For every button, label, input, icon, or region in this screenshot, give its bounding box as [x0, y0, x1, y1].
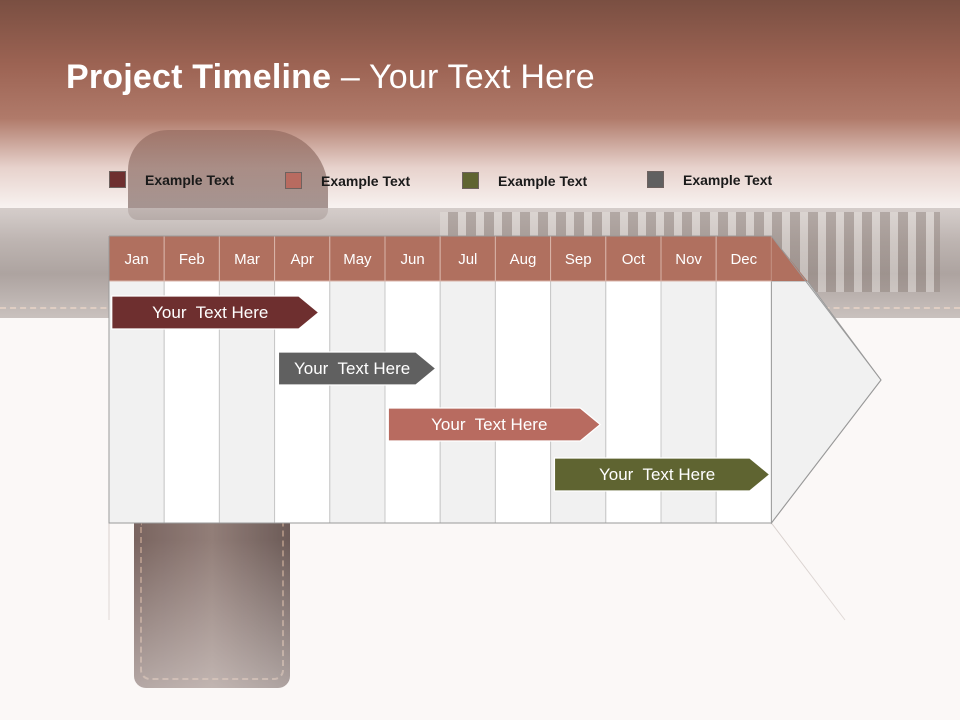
month-header-cell-mar [218, 235, 276, 282]
reflection-fade [0, 540, 960, 720]
month-label-jul: Jul [458, 251, 477, 268]
task-arrow-2 [277, 351, 437, 386]
title-rest: – Your Text Here [331, 58, 595, 96]
legend-swatch-1 [109, 171, 126, 188]
task-label-4: Your Text Here [599, 465, 715, 484]
month-label-feb: Feb [179, 251, 205, 268]
month-header-cell-apr [274, 235, 331, 282]
title-bold: Project Timeline [66, 58, 332, 96]
month-label-nov: Nov [675, 251, 702, 268]
month-column-jul [439, 280, 496, 524]
task-arrow-1 [111, 295, 320, 330]
month-column-jun [384, 280, 441, 524]
month-header-cell-may [329, 235, 386, 282]
task-label-2: Your Text Here [294, 359, 410, 378]
task-label-1: Your Text Here [152, 303, 268, 322]
month-label-aug: Aug [510, 251, 537, 268]
legend-swatch-4 [647, 171, 664, 188]
legend-label-4: Example Text [683, 171, 773, 188]
month-label-mar: Mar [234, 251, 260, 268]
legend-swatch-3 [462, 172, 479, 189]
legend-label-1: Example Text [145, 171, 235, 188]
legend-item-1: Example Text [109, 171, 234, 188]
month-header-cell-jun [384, 235, 441, 282]
legend-item-4: Example Text [647, 171, 772, 188]
task-arrow-4 [553, 457, 771, 492]
month-label-apr: Apr [291, 251, 314, 268]
month-label-jan: Jan [125, 251, 149, 268]
legend-item-3: Example Text [462, 172, 587, 189]
month-label-may: May [343, 251, 372, 268]
month-column-aug [494, 280, 552, 524]
timeline-outline [108, 235, 882, 524]
month-label-dec: Dec [730, 251, 757, 268]
month-header-cell-feb [163, 235, 220, 282]
month-header-cell-jul [439, 235, 496, 282]
legend-swatch-2 [285, 172, 302, 189]
task-arrow-3 [387, 407, 602, 442]
month-column-may [329, 280, 386, 524]
month-label-oct: Oct [622, 251, 646, 268]
legend-label-2: Example Text [321, 172, 411, 189]
month-label-sep: Sep [565, 251, 592, 268]
month-header-cell-dec [715, 235, 772, 282]
slide-title: Project Timeline – Your Text Here [66, 58, 595, 97]
month-label-jun: Jun [401, 251, 425, 268]
legend-item-2: Example Text [285, 172, 410, 189]
legend-label-3: Example Text [498, 172, 588, 189]
task-label-3: Your Text Here [431, 415, 547, 434]
